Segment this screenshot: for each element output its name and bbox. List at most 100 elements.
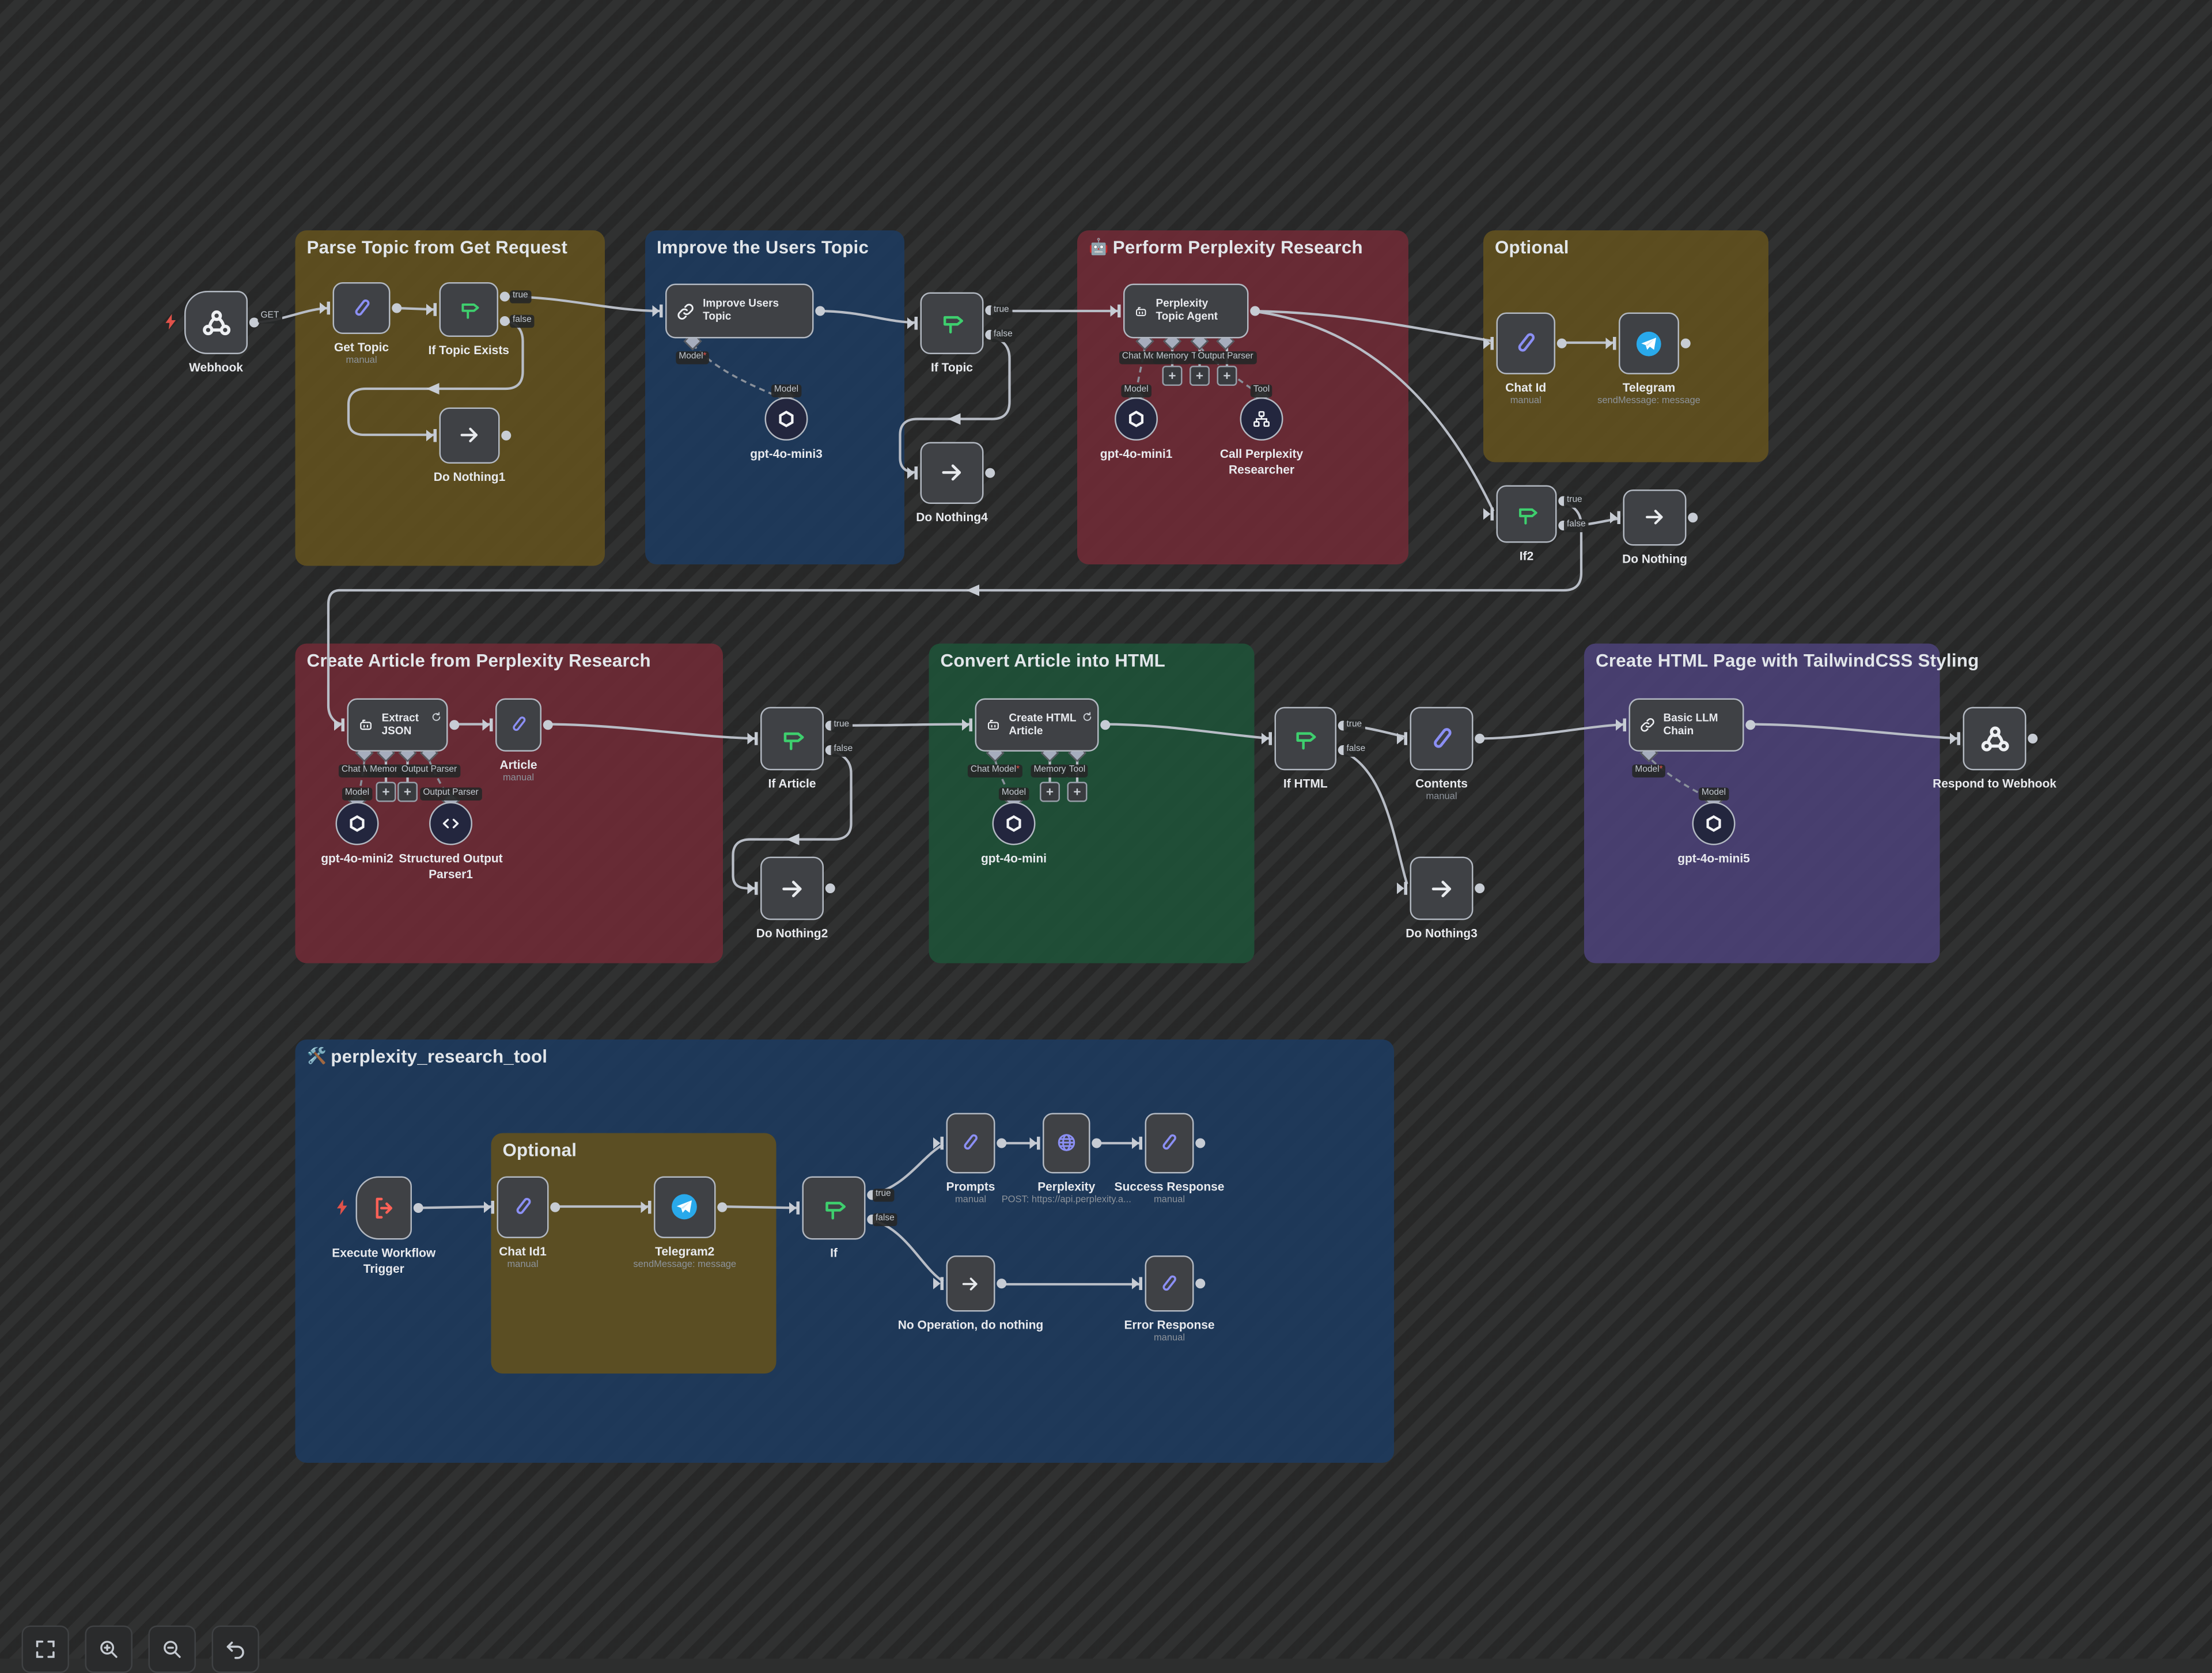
- connection: [1339, 750, 1407, 885]
- output-port[interactable]: [1100, 720, 1110, 730]
- connector-label: true: [510, 290, 531, 303]
- output-port[interactable]: [1250, 306, 1260, 316]
- node-chat-id1[interactable]: [497, 1177, 549, 1239]
- add-connection-button[interactable]: +: [376, 782, 396, 802]
- node-webhook[interactable]: [184, 291, 248, 354]
- tree-icon: [1250, 408, 1273, 431]
- node-gpt-4o-mini5[interactable]: [1692, 802, 1736, 845]
- node-gpt-4o-mini1[interactable]: [1115, 397, 1158, 441]
- output-port[interactable]: [997, 1279, 1006, 1288]
- node-perplexity[interactable]: [1043, 1113, 1090, 1174]
- node-do-nothing2[interactable]: [760, 857, 824, 920]
- output-port[interactable]: [501, 431, 511, 441]
- output-port[interactable]: [1745, 720, 1755, 730]
- add-connection-button[interactable]: +: [1067, 782, 1088, 802]
- input-port: [641, 1201, 652, 1214]
- add-connection-button[interactable]: +: [1162, 366, 1183, 386]
- output-port[interactable]: [717, 1202, 727, 1212]
- node-label: If Topic: [931, 360, 973, 375]
- add-connection-button[interactable]: +: [1217, 366, 1237, 386]
- node-if-article[interactable]: [760, 707, 824, 771]
- node-label: Get Topic: [334, 340, 389, 355]
- node-title: Create HTML Article: [1009, 712, 1089, 738]
- undo-button[interactable]: [212, 1626, 260, 1673]
- node-gpt-4o-mini[interactable]: [993, 802, 1036, 845]
- input-port: [484, 1201, 494, 1214]
- pencil-icon: [958, 1130, 983, 1156]
- add-connection-button[interactable]: +: [1040, 782, 1060, 802]
- output-port[interactable]: [825, 883, 835, 893]
- output-port[interactable]: [543, 720, 553, 730]
- connection: [1252, 311, 1494, 511]
- connection: [869, 1220, 944, 1282]
- output-port[interactable]: [449, 720, 459, 730]
- node-error-response[interactable]: [1145, 1255, 1194, 1312]
- add-connection-button[interactable]: +: [397, 782, 418, 802]
- output-port[interactable]: [1681, 339, 1691, 348]
- node-execute-workflow-trigger[interactable]: [356, 1177, 412, 1240]
- node-do-nothing4[interactable]: [921, 442, 984, 504]
- connector-label: Tool: [1066, 765, 1088, 777]
- node-improve-users-topic[interactable]: Improve Users Topic: [665, 284, 814, 339]
- output-port[interactable]: [550, 1202, 560, 1212]
- node-telegram[interactable]: [1619, 313, 1679, 375]
- node-label: gpt-4o-mini1: [1100, 446, 1173, 461]
- output-port[interactable]: [1557, 339, 1567, 348]
- node-contents[interactable]: [1410, 707, 1474, 771]
- node-call-perplexity-researcher[interactable]: [1240, 397, 1283, 441]
- output-port[interactable]: [1475, 734, 1484, 743]
- output-port[interactable]: [414, 1203, 423, 1213]
- node-do-nothing1[interactable]: [440, 408, 500, 464]
- node-get-topic[interactable]: [333, 282, 391, 334]
- arrow-icon: [1640, 503, 1669, 532]
- connector-label: false: [991, 329, 1016, 342]
- output-port[interactable]: [1195, 1279, 1205, 1288]
- output-port[interactable]: [815, 306, 825, 316]
- node-sublabel: sendMessage: message: [1597, 395, 1700, 405]
- node-if[interactable]: [802, 1177, 866, 1240]
- output-port[interactable]: [1688, 513, 1698, 522]
- node-label: gpt-4o-mini: [981, 851, 1047, 866]
- output-port[interactable]: [500, 292, 510, 302]
- output-port[interactable]: [997, 1139, 1006, 1148]
- zoom-out-button[interactable]: [149, 1626, 196, 1673]
- node-success-response[interactable]: [1145, 1113, 1194, 1174]
- node-if2[interactable]: [1497, 485, 1557, 543]
- node-extract-json[interactable]: Extract JSON: [347, 699, 448, 752]
- zoom-in-button[interactable]: [85, 1626, 133, 1673]
- output-port[interactable]: [2028, 734, 2037, 743]
- node-article[interactable]: [495, 699, 541, 752]
- node-structured-output-parser1[interactable]: [429, 802, 472, 845]
- robot-icon: [1134, 300, 1149, 322]
- output-port[interactable]: [985, 468, 995, 478]
- node-respond-to-webhook[interactable]: [1963, 707, 2027, 771]
- node-perplexity-topic-agent[interactable]: Perplexity Topic Agent: [1123, 284, 1249, 339]
- node-gpt-4o-mini3[interactable]: [765, 397, 808, 441]
- connector-label: Output Parser: [420, 788, 481, 801]
- node-do-nothing3[interactable]: [1410, 857, 1474, 920]
- node-no-operation[interactable]: [946, 1255, 995, 1312]
- output-port[interactable]: [500, 316, 510, 326]
- output-port[interactable]: [1475, 883, 1484, 893]
- node-sublabel: manual: [955, 1194, 986, 1205]
- output-port[interactable]: [1092, 1139, 1101, 1148]
- node-if-topic[interactable]: [921, 293, 984, 355]
- node-if-topic-exists[interactable]: [440, 282, 499, 337]
- connector-label: true: [831, 719, 853, 732]
- node-telegram2[interactable]: [654, 1177, 716, 1239]
- fit-view-button[interactable]: [22, 1626, 70, 1673]
- node-prompts[interactable]: [946, 1113, 995, 1174]
- output-port[interactable]: [1195, 1139, 1205, 1148]
- add-connection-button[interactable]: +: [1190, 366, 1210, 386]
- node-if-html[interactable]: [1275, 707, 1337, 771]
- node-chat-id[interactable]: [1497, 313, 1556, 375]
- node-gpt-4o-mini2[interactable]: [336, 802, 379, 845]
- node-create-html-article[interactable]: Create HTML Article: [975, 699, 1099, 752]
- input-port: [1606, 337, 1616, 350]
- connector-label: true: [873, 1189, 894, 1201]
- node-do-nothing[interactable]: [1623, 490, 1687, 546]
- output-port[interactable]: [392, 304, 402, 313]
- robot-icon: [357, 714, 374, 736]
- node-basic-llm-chain[interactable]: Basic LLM Chain: [1629, 699, 1744, 752]
